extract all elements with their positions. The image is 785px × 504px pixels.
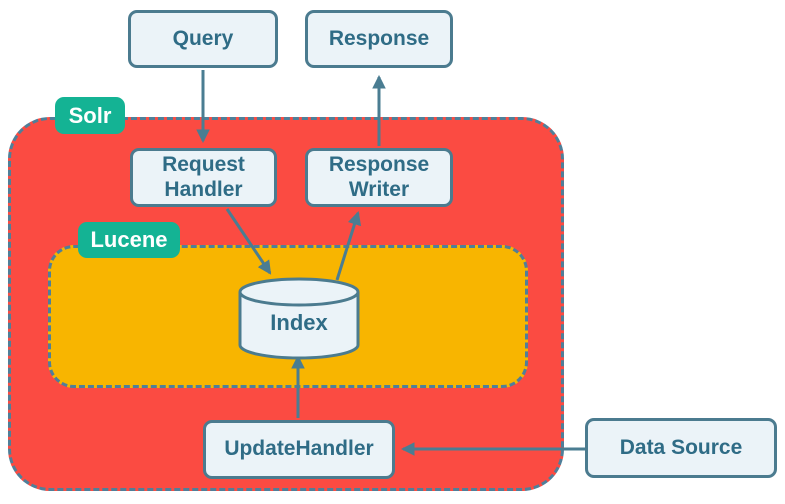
response-node: Response [305, 10, 453, 68]
solr-badge: Solr [55, 97, 125, 134]
data-source-node-label: Data Source [619, 435, 743, 459]
response-writer-node-label: Response Writer [328, 153, 430, 201]
solr-badge-label: Solr [68, 102, 112, 128]
query-node: Query [128, 10, 278, 68]
response-writer-node: Response Writer [305, 148, 453, 207]
update-handler-node-label: UpdateHandler [224, 437, 374, 461]
lucene-badge: Lucene [78, 222, 180, 258]
lucene-badge-label: Lucene [90, 227, 168, 252]
data-source-node: Data Source [585, 418, 777, 478]
update-handler-node: UpdateHandler [203, 420, 395, 479]
request-handler-node: Request Handler [130, 148, 277, 207]
response-node-label: Response [328, 26, 430, 50]
query-node-label: Query [172, 26, 234, 50]
lucene-container [48, 245, 528, 388]
request-handler-node-label: Request Handler [162, 153, 245, 201]
